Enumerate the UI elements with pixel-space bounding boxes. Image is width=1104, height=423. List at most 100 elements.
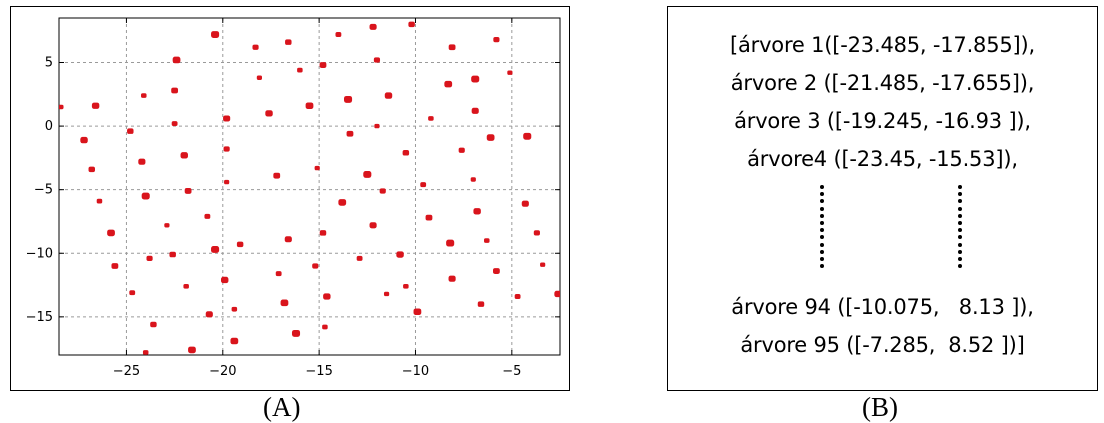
data-point	[205, 311, 213, 318]
data-point	[314, 165, 320, 171]
data-point	[403, 283, 409, 289]
data-point	[80, 136, 88, 144]
data-point	[402, 150, 410, 156]
data-point	[319, 62, 327, 68]
data-point	[484, 238, 490, 243]
y-tick-label: 0	[45, 119, 53, 134]
data-point	[369, 222, 377, 229]
data-point	[448, 44, 456, 51]
listing-line-4: árvore4 ([-23.45, -15.53]),	[747, 147, 1018, 171]
data-point	[471, 107, 479, 114]
data-point	[236, 241, 244, 248]
x-tick-label: −15	[305, 364, 332, 379]
data-point	[285, 39, 292, 45]
data-point	[514, 294, 521, 299]
data-point	[284, 236, 292, 243]
data-point	[379, 188, 386, 194]
data-point	[323, 293, 331, 300]
listing-line-3: árvore 3 ([-19.245, -16.93 ]),	[734, 109, 1031, 133]
listing-line-94: árvore 94 ([-10.075, 8.13 ]),	[731, 295, 1034, 319]
data-point	[383, 291, 390, 297]
data-point	[204, 213, 211, 219]
scatter-plot: −25−20−15−10−550−5−10−15	[26, 13, 561, 379]
data-point	[384, 92, 393, 99]
data-point	[446, 239, 455, 247]
data-point	[220, 276, 229, 284]
data-point	[396, 251, 404, 258]
listing-line-1: [árvore 1([-23.485, -17.855]),	[729, 33, 1035, 57]
data-point	[477, 301, 485, 307]
data-point	[146, 255, 153, 261]
x-tick-label: −10	[402, 364, 429, 379]
data-point	[521, 200, 529, 207]
data-point	[180, 152, 188, 159]
data-point	[171, 121, 178, 127]
ellipsis-dots-right	[958, 185, 964, 271]
data-point	[141, 93, 147, 98]
data-point	[554, 290, 560, 298]
data-point	[183, 283, 189, 289]
data-point	[305, 102, 314, 110]
data-point	[470, 13, 476, 18]
listing-line-2: árvore 2 ([-21.485, -17.655]),	[730, 71, 1035, 95]
data-point	[256, 75, 262, 80]
data-point	[420, 182, 427, 188]
data-point	[224, 179, 230, 185]
data-point	[533, 230, 540, 236]
data-point	[88, 166, 95, 173]
data-point	[346, 130, 354, 137]
data-point	[59, 104, 64, 110]
data-point	[96, 198, 103, 204]
data-point	[169, 251, 176, 258]
data-point	[470, 177, 476, 182]
data-point	[184, 188, 192, 194]
data-point	[291, 329, 301, 337]
data-point	[486, 134, 495, 141]
data-point	[111, 263, 119, 269]
listing-line-95: árvore 95 ([-7.285, 8.52 ])]	[740, 333, 1025, 357]
data-point	[230, 337, 239, 345]
x-tick-label: −25	[113, 364, 140, 379]
data-point	[252, 44, 259, 50]
data-point	[171, 87, 179, 94]
y-tick-label: −10	[26, 246, 53, 261]
data-point	[142, 350, 149, 355]
data-point	[265, 110, 273, 117]
x-tick-label: −5	[502, 364, 521, 379]
x-tick-label: −20	[209, 364, 236, 379]
data-point	[448, 275, 456, 282]
data-point	[297, 67, 303, 73]
data-point	[428, 116, 434, 121]
data-point	[172, 56, 181, 64]
data-point	[408, 21, 415, 28]
y-tick-label: −15	[26, 310, 53, 325]
data-point	[338, 199, 347, 206]
data-point	[91, 102, 100, 109]
y-tick-label: 5	[45, 56, 53, 71]
data-point	[211, 31, 220, 38]
data-point	[444, 80, 453, 88]
data-point	[107, 229, 115, 237]
data-point	[373, 57, 381, 63]
data-point	[425, 214, 433, 221]
data-point	[129, 290, 136, 296]
data-point	[493, 37, 500, 43]
data-point	[343, 95, 353, 103]
data-point	[471, 75, 480, 83]
data-point	[322, 324, 328, 330]
data-point	[369, 23, 377, 30]
data-point	[413, 308, 422, 316]
caption-a: (A)	[263, 392, 301, 422]
data-point	[356, 255, 363, 261]
data-point	[493, 268, 500, 274]
plot-frame	[58, 17, 561, 356]
data-point	[211, 246, 220, 253]
data-point	[127, 128, 134, 134]
data-point	[273, 172, 281, 179]
caption-b: (B)	[862, 392, 898, 422]
data-point	[223, 115, 231, 122]
data-point	[523, 132, 532, 140]
data-point	[363, 170, 372, 178]
data-point	[312, 263, 319, 269]
data-point	[335, 32, 342, 38]
